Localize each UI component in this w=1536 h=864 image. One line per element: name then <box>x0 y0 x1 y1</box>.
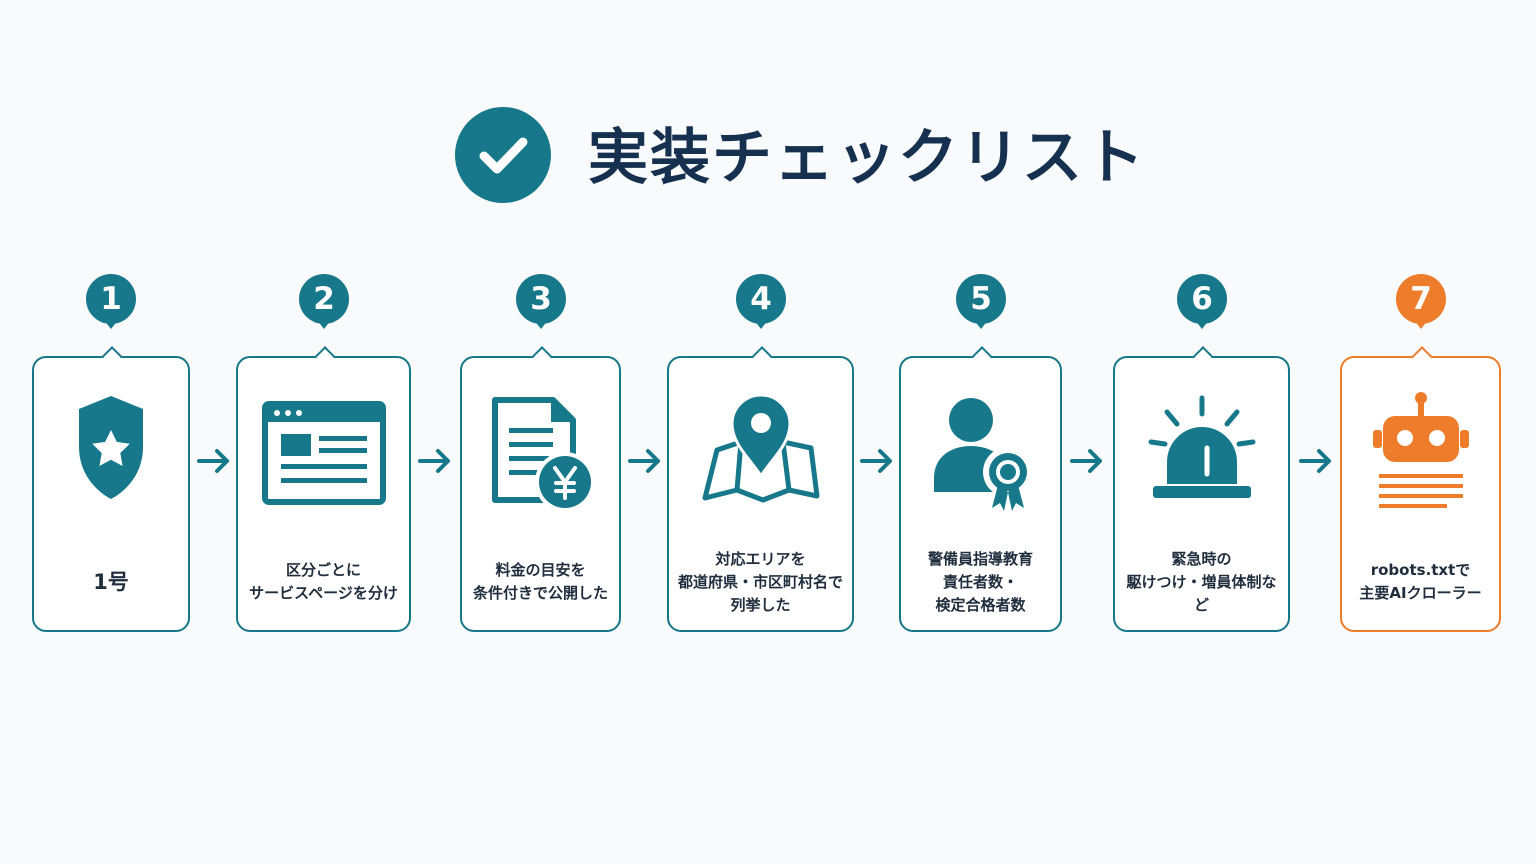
step-number-badge: 6 <box>1177 274 1227 324</box>
card-pointer <box>315 346 335 366</box>
emergency-light-icon <box>1148 395 1255 498</box>
badge-tail <box>1195 320 1209 329</box>
card-pointer <box>972 346 992 366</box>
step-label: 区分ごとに サービスページを分け <box>244 544 403 620</box>
step-label-line: 緊急時の <box>1171 549 1232 568</box>
badge-tail <box>104 320 118 329</box>
step-card: 料金の目安を 条件付きで公開した <box>460 346 621 632</box>
arrow-right-icon <box>197 449 229 473</box>
step-label: 料金の目安を 条件付きで公開した <box>468 544 613 620</box>
step-label-line: 駆けつけ・増員体制など <box>1126 572 1277 614</box>
step-label-line: robots.txtで <box>1370 561 1471 579</box>
step-label-line: 料金の目安を <box>495 561 586 579</box>
shield-star-icon <box>79 396 143 499</box>
step-card: 区分ごとに サービスページを分け <box>236 346 411 632</box>
step-label-line: 責任者数・ <box>942 572 1018 591</box>
step-label: 緊急時の 駆けつけ・増員体制など <box>1121 544 1282 620</box>
checkmark-circle-icon <box>455 107 551 203</box>
step-label-line: 条件付きで公開した <box>472 584 608 602</box>
page-title: 実装チェックリスト <box>588 123 1146 193</box>
card-pointer <box>1412 346 1432 366</box>
badge-tail <box>754 320 768 329</box>
step-label-line: 区分ごとに <box>285 561 361 579</box>
card-pointer <box>1193 346 1213 366</box>
header: 実装チェックリスト <box>0 104 1536 208</box>
step-label: 1号 <box>40 544 182 620</box>
badge-tail <box>534 320 548 329</box>
arrow-right-icon <box>1299 449 1331 473</box>
step-card: 緊急時の 駆けつけ・増員体制など <box>1113 346 1290 632</box>
arrow-right-icon <box>628 449 660 473</box>
step-number-badge: 1 <box>86 274 136 324</box>
step-label: 警備員指導教育 責任者数・ 検定合格者数 <box>907 544 1054 620</box>
document-yen-icon <box>491 397 595 512</box>
arrow-right-icon <box>860 449 892 473</box>
card-pointer <box>532 346 552 366</box>
robot-icon <box>1372 392 1469 508</box>
step-label: 対応エリアを 都道府県・市区町村名で 列挙した <box>675 544 846 620</box>
step-card: 対応エリアを 都道府県・市区町村名で 列挙した <box>667 346 854 632</box>
step-number-badge: 3 <box>516 274 566 324</box>
person-certificate-icon <box>933 398 1033 511</box>
arrow-right-icon <box>1070 449 1102 473</box>
step-card: robots.txtで 主要AIクローラー <box>1340 346 1501 632</box>
step-number-badge: 2 <box>299 274 349 324</box>
step-label-line: 警備員指導教育 <box>927 549 1033 568</box>
step-number-badge: 4 <box>736 274 786 324</box>
step-label-line: 主要AIクローラー <box>1359 584 1482 602</box>
arrow-right-icon <box>418 449 450 473</box>
badge-tail <box>974 320 988 329</box>
badge-tail <box>317 320 331 329</box>
step-label: robots.txtで 主要AIクローラー <box>1348 544 1493 620</box>
card-pointer <box>102 346 122 366</box>
step-label-line: 対応エリアを <box>715 549 806 568</box>
step-label-line: 都道府県・市区町村名で <box>677 572 843 591</box>
badge-tail <box>1414 320 1428 329</box>
step-card: 1号 <box>32 346 190 632</box>
card-pointer <box>752 346 772 366</box>
step-number-badge: 7 <box>1396 274 1446 324</box>
step-number-badge: 5 <box>956 274 1006 324</box>
step-label-line: 列挙した <box>730 595 791 614</box>
step-label-line: 検定合格者数 <box>935 595 1026 614</box>
step-card: 警備員指導教育 責任者数・ 検定合格者数 <box>899 346 1062 632</box>
webpage-icon <box>261 401 386 505</box>
step-label-line: サービスページを分け <box>249 584 398 602</box>
step-label-line: 1号 <box>93 569 129 594</box>
map-pin-icon <box>702 393 819 503</box>
